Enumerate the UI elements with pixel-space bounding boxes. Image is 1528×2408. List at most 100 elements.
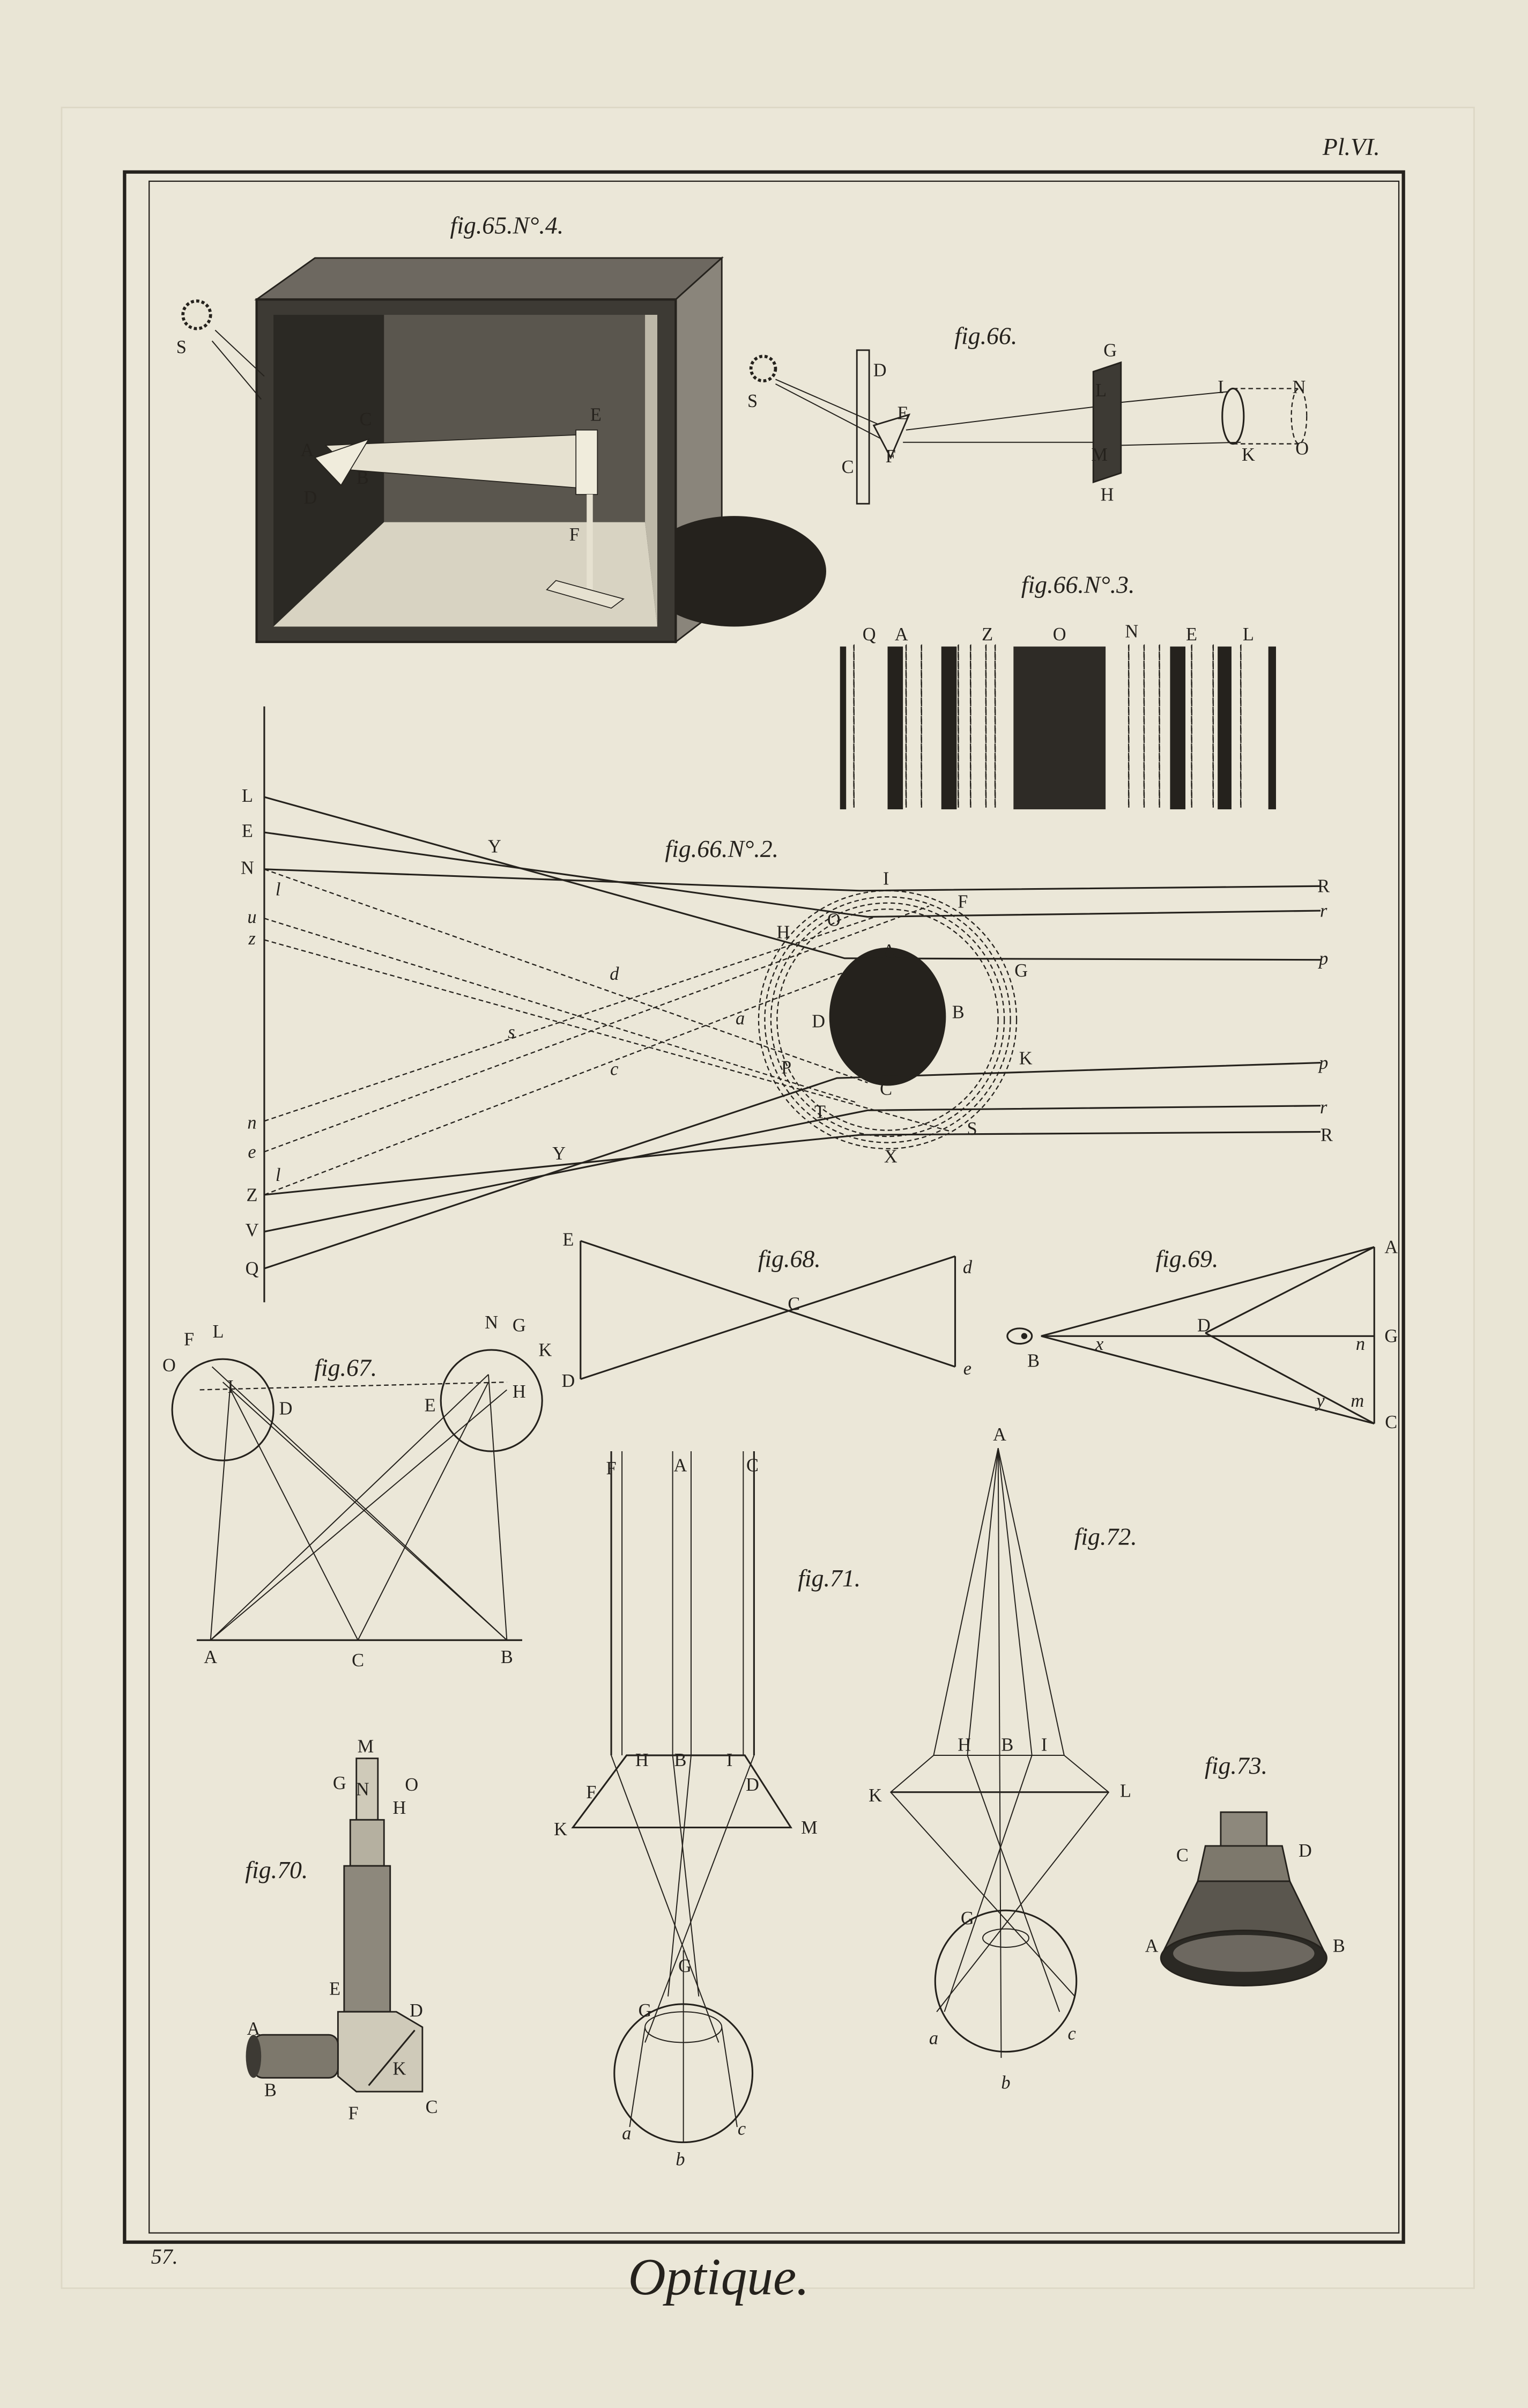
fig66-2-point-label: I <box>883 868 889 889</box>
fig66-point-label: M <box>1091 445 1108 465</box>
fig66-2-point-label: l <box>276 1165 281 1185</box>
prism <box>314 438 370 486</box>
fig69-caption: fig.69. <box>1155 1245 1218 1272</box>
fig67-point-label: H <box>513 1382 526 1402</box>
fig66-2-point-label: r <box>1320 1097 1327 1118</box>
fig68-crossing-rays <box>580 1240 956 1380</box>
fig71-point-label: K <box>554 1819 567 1840</box>
fig71-point-label: D <box>746 1775 759 1795</box>
fig67-point-label: G <box>513 1316 526 1336</box>
fig68-point-label: E <box>562 1229 574 1250</box>
fig65-point-label: A <box>301 440 314 460</box>
fig70-point-label: F <box>348 2103 358 2124</box>
fig69-point-label: B <box>1027 1351 1040 1371</box>
fig72-point-label: a <box>929 2028 938 2048</box>
fig66-2-point-label: F <box>958 891 968 912</box>
fig66-2-point-label: l <box>276 879 281 899</box>
fig69-point-label: n <box>1356 1334 1365 1354</box>
fig65-point-label: F <box>569 525 580 545</box>
fig67-point-label: N <box>485 1312 498 1333</box>
fig72-lens-rays <box>889 1448 1110 2058</box>
fig72-point-label: A <box>993 1424 1006 1445</box>
fig66-2-point-label: a <box>736 1008 745 1029</box>
fig66-2-point-label: L <box>242 786 253 806</box>
fig66-2-point-label: Z <box>247 1185 258 1205</box>
fig67-caption: fig.67. <box>314 1354 377 1382</box>
spectrum-band <box>1218 646 1232 810</box>
fig72-point-label: L <box>1120 1781 1131 1801</box>
fig66-2-point-label: n <box>247 1113 256 1133</box>
fig72-point-label: c <box>1068 2023 1076 2044</box>
plate-frame <box>123 170 1405 2244</box>
fig65-point-label: C <box>359 409 372 430</box>
fig66-2-point-label: r <box>1320 901 1327 921</box>
fig68-point-label: e <box>963 1358 971 1379</box>
fig66-2-point-label: A <box>882 941 896 961</box>
fig69-point-label: D <box>1197 1316 1211 1336</box>
fig69-point-label: G <box>1384 1326 1398 1347</box>
fig73-caption: fig.73. <box>1205 1752 1267 1779</box>
fig72-point-label: B <box>1001 1734 1013 1755</box>
fig66-2-point-label: B <box>952 1002 965 1023</box>
fig66-point-label: K <box>1242 445 1255 465</box>
fig66-2-point-label: Y <box>552 1143 566 1164</box>
fig66-2-point-label: K <box>1019 1048 1033 1068</box>
fig65-dark-room <box>211 256 826 644</box>
fig71-lens-rays <box>571 1451 792 2144</box>
fig73-point-label: C <box>1176 1845 1189 1866</box>
eye-icon <box>1006 1327 1033 1345</box>
fig65-point-label: S <box>176 337 187 358</box>
fig66-2-point-label: X <box>884 1147 897 1167</box>
fig72-point-label: G <box>961 1908 974 1929</box>
fig65-caption: fig.65.N°.4. <box>450 211 564 239</box>
page-number: 57. <box>151 2244 178 2269</box>
fig73-point-label: B <box>1333 1936 1345 1956</box>
fig70-point-label: E <box>329 1979 340 1999</box>
fig70-point-label: K <box>392 2059 406 2079</box>
fig66-2-point-label: e <box>248 1142 256 1162</box>
fig71-point-label: c <box>738 2118 746 2139</box>
fig66-point-label: C <box>842 457 854 477</box>
fig70-point-label: C <box>426 2097 438 2117</box>
fig66-2-caption: fig.66.N°.2. <box>665 835 778 862</box>
spectrum-band <box>941 646 957 810</box>
fig67-point-label: L <box>213 1321 224 1342</box>
fig66-point-label: G <box>1103 340 1117 360</box>
fig71-point-label: G <box>678 1956 692 1976</box>
fig66-caption: fig.66. <box>954 322 1017 349</box>
fig69-point-label: y <box>1315 1391 1325 1411</box>
fig71-point-label: a <box>622 2123 631 2144</box>
shadow <box>642 516 826 627</box>
fig67-point-label: B <box>501 1647 513 1667</box>
fig66-3-point-label: E <box>1186 624 1197 645</box>
sun-icon <box>749 354 777 383</box>
fig66-3-point-label: Q <box>863 624 876 645</box>
fig66-point-label: D <box>873 360 887 381</box>
fig66-2-point-label: N <box>241 858 254 878</box>
fig66-2-point-label: G <box>1014 961 1028 981</box>
fig66-3-spectrum <box>840 644 1276 810</box>
fig71-caption: fig.71. <box>798 1564 861 1592</box>
fig66-2-point-label: S <box>967 1119 977 1139</box>
fig71-point-label: G <box>639 2000 652 2021</box>
fig73-point-label: A <box>1145 1936 1159 1956</box>
fig70-point-label: D <box>410 2000 423 2021</box>
fig66-2-point-label: z <box>248 928 255 949</box>
fig67-point-label: F <box>184 1329 194 1349</box>
spectrum-band <box>1170 646 1186 810</box>
fig66-3-point-label: A <box>895 624 908 645</box>
fig66-point-label: I <box>1218 377 1223 397</box>
fig70-point-label: N <box>356 1779 369 1799</box>
fig70-point-label: M <box>358 1736 374 1756</box>
fig66-2-ray-diagram <box>263 706 1321 1303</box>
fig66-2-point-label: R <box>1317 876 1330 897</box>
fig66-2-point-label: Y <box>488 836 501 856</box>
fig66-2-point-label: Q <box>246 1259 259 1279</box>
spectrum-band <box>887 646 903 810</box>
fig66-2-point-label: O <box>827 910 841 930</box>
fig73-eyepiece <box>1160 1811 1327 1986</box>
fig66-point-label: S <box>747 391 758 411</box>
fig73-point-label: D <box>1299 1841 1312 1861</box>
fig66-2-point-label: H <box>776 922 790 943</box>
